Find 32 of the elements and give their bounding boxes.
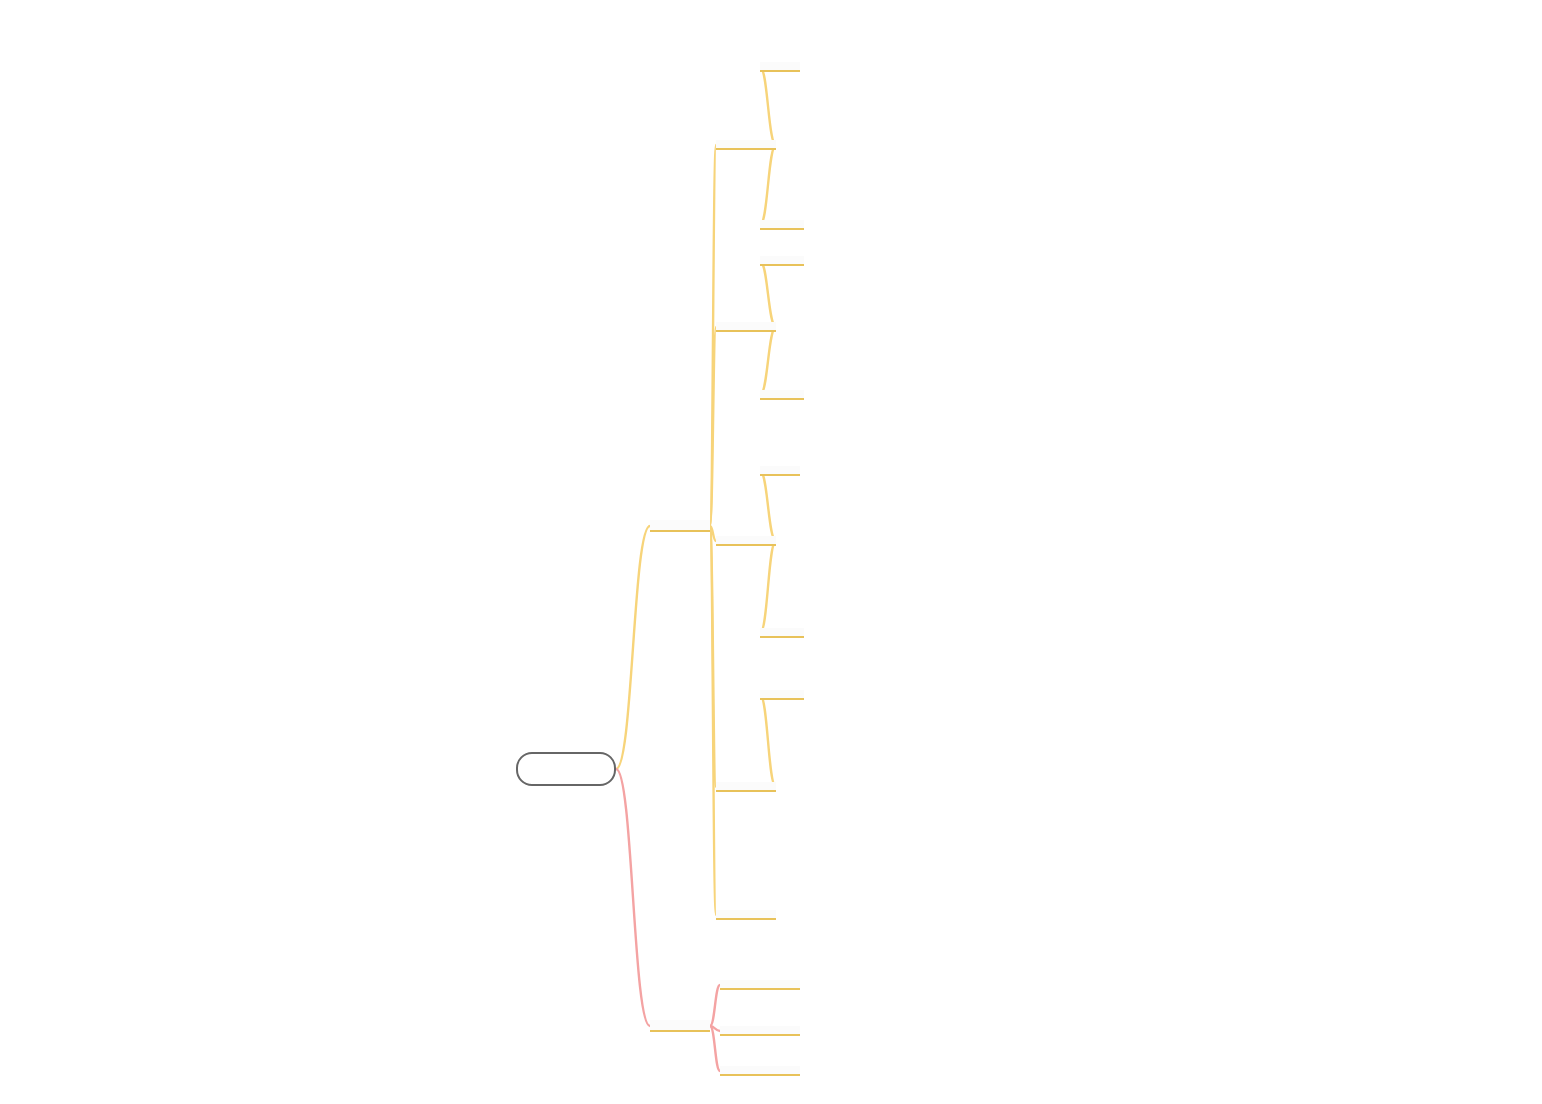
branch-topic-bar: [760, 62, 800, 72]
branch-topic-bar: [720, 1066, 800, 1076]
branch-topic-bar: [760, 628, 804, 638]
connector-line: [759, 326, 777, 396]
connector-line: [759, 66, 777, 146]
branch-topic-bar: [650, 1020, 710, 1032]
branch-topic-bar: [716, 536, 776, 546]
connector-line: [615, 525, 651, 770]
connector-line: [708, 525, 718, 788]
root-topic-box: [516, 752, 616, 786]
connector-line: [759, 470, 777, 542]
connector-line: [615, 768, 651, 1027]
branch-topic-bar: [716, 782, 776, 792]
branch-topic-bar: [760, 690, 804, 700]
branch-topic-bar: [650, 520, 710, 532]
branch-topic-bar: [760, 390, 804, 400]
connector-line: [708, 326, 718, 527]
branch-topic-bar: [720, 1026, 800, 1036]
connector-line: [708, 525, 718, 916]
branch-topic-bar: [720, 980, 800, 990]
connector-line: [709, 984, 721, 1027]
connector-line: [759, 144, 777, 226]
connector-line: [759, 694, 777, 788]
branch-topic-bar: [716, 910, 776, 920]
branch-topic-bar: [760, 220, 804, 230]
branch-topic-bar: [716, 322, 776, 332]
connector-line: [709, 1025, 721, 1072]
connector-line: [759, 260, 777, 328]
branch-topic-bar: [760, 466, 800, 476]
connector-line: [759, 540, 777, 634]
branch-topic-bar: [760, 256, 804, 266]
branch-topic-bar: [716, 140, 776, 150]
